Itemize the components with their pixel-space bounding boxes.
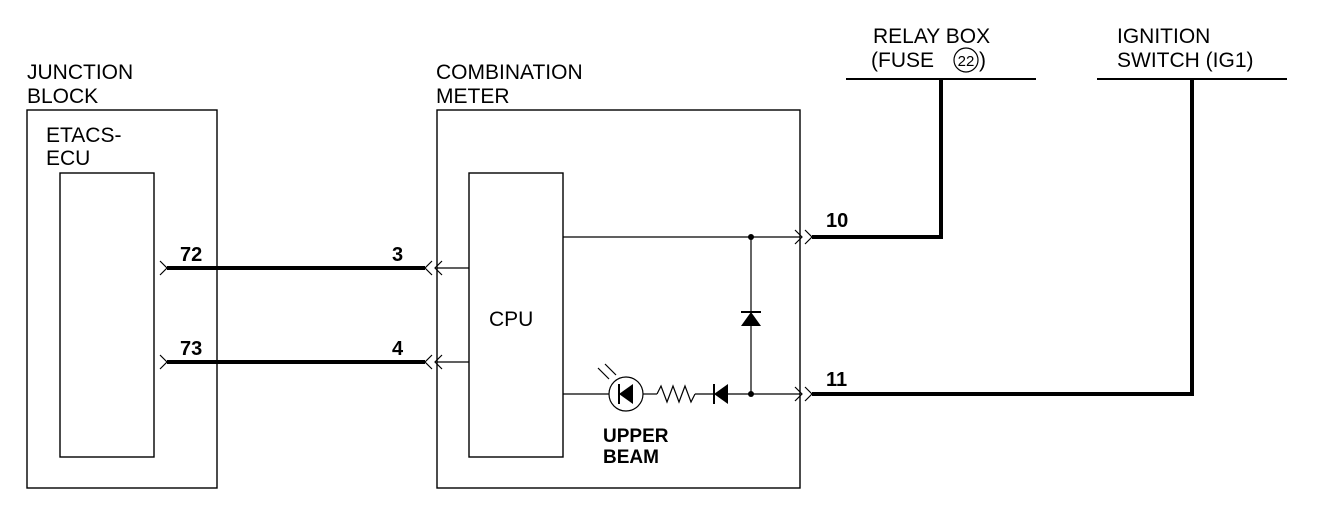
cpu-label: CPU [489, 308, 533, 331]
pin-11-label: 11 [826, 369, 847, 391]
led-light-ray-1 [597, 367, 610, 380]
fuse-number-circle [953, 47, 979, 73]
ignition-switch: IGNITION SWITCH (IG1) [1097, 25, 1287, 80]
connector-73-ecu [159, 354, 168, 370]
connector-10-inner [794, 229, 803, 245]
connector-11-inner [794, 386, 803, 402]
wire-10-to-relay-box [812, 79, 943, 239]
relay-box-title-line1: RELAY BOX [873, 25, 990, 48]
etacs-ecu-label-line1: ETACS- [46, 124, 121, 147]
combination-meter-title-line2: METER [436, 85, 510, 108]
pin-73-label: 73 [180, 338, 202, 360]
connector-3-inner [434, 260, 443, 276]
relay-box: RELAY BOX (FUSE 22 ) [846, 25, 1036, 80]
upper-beam-label-line2: BEAM [603, 447, 659, 468]
ignition-switch-title-line1: IGNITION [1117, 25, 1210, 48]
combination-meter-title-line1: COMBINATION [436, 61, 583, 84]
connector-4-inner [434, 354, 443, 370]
relay-box-title-line2-prefix: (FUSE [871, 49, 934, 72]
protection-diode-icon [741, 312, 761, 326]
junction-block-title-line2: BLOCK [27, 85, 98, 108]
fuse-number: 22 [958, 53, 975, 70]
combination-meter-outline [436, 109, 801, 489]
led-diode-icon [619, 384, 633, 404]
harness-wires [167, 79, 1194, 396]
junction-block: JUNCTION BLOCK ETACS- ECU 72 73 [26, 61, 218, 489]
etacs-ecu-box [59, 172, 155, 458]
connector-4-outer [424, 354, 433, 370]
connector-3-outer [424, 260, 433, 276]
pin-72-label: 72 [180, 244, 202, 266]
junction-block-outline [26, 109, 218, 489]
wire-11-to-ignition-switch [812, 79, 1194, 396]
ignition-switch-title-line2: SWITCH (IG1) [1117, 49, 1254, 72]
etacs-ecu-label-line2: ECU [46, 147, 90, 170]
led-light-ray-2 [604, 363, 617, 376]
connector-marks [159, 229, 813, 402]
connector-11-outer [804, 386, 813, 402]
upper-beam-label-line1: UPPER [603, 426, 669, 447]
junction-dot-lower [748, 391, 754, 397]
series-diode-icon [714, 384, 728, 404]
pin-3-label: 3 [392, 244, 403, 266]
pin-10-label: 10 [826, 210, 848, 232]
cpu-box [468, 172, 564, 458]
pin-4-label: 4 [392, 338, 404, 360]
resistor-icon [656, 384, 696, 404]
junction-block-title-line1: JUNCTION [27, 61, 133, 84]
connector-10-outer [804, 229, 813, 245]
relay-box-title-line2-suffix: ) [979, 49, 986, 72]
connector-72-ecu [159, 260, 168, 276]
combination-meter: COMBINATION METER CPU 3 4 10 11 [392, 61, 848, 489]
